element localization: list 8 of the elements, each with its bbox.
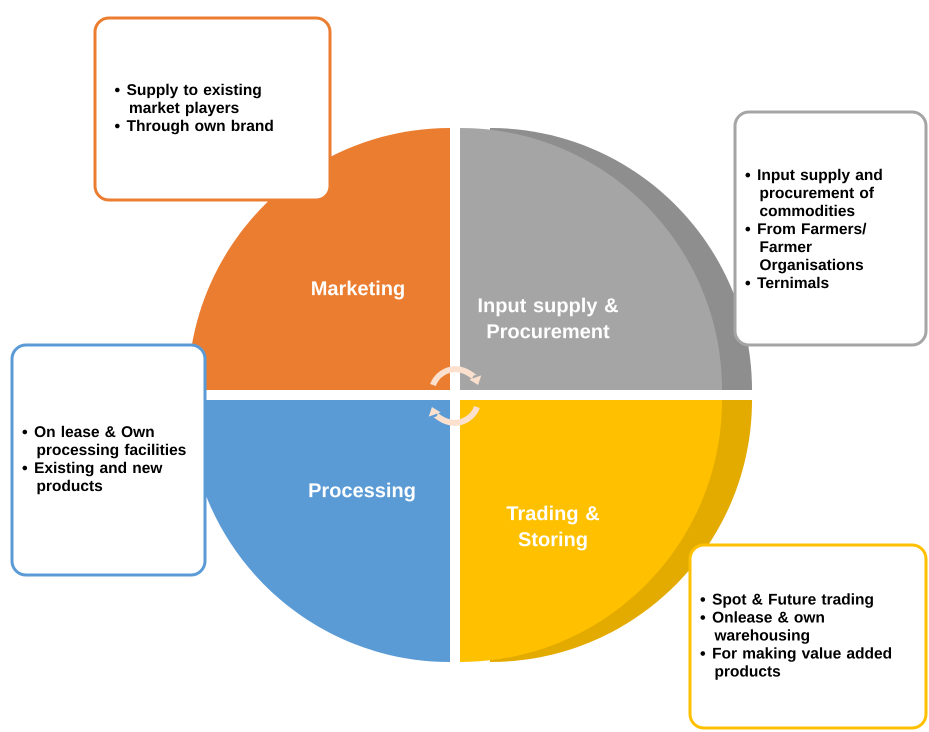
callout-box: Input supply and procurement of commodities From Farmers/ Farmer Organisations Ternimals	[734, 110, 928, 346]
curved-arrow	[428, 406, 480, 426]
callout-box: Spot & Future trading Onlease & own warehousing For making value added products	[688, 544, 928, 730]
quadrant-segment: Input supply & Procurement	[460, 128, 752, 390]
curved-arrow	[430, 366, 482, 386]
quadrant-segment: Processing	[188, 400, 450, 662]
callout-box: Supply to existing market players Through own brand	[94, 16, 332, 202]
callout-box: On lease & Own processing facilities Existing and new products	[10, 344, 206, 576]
